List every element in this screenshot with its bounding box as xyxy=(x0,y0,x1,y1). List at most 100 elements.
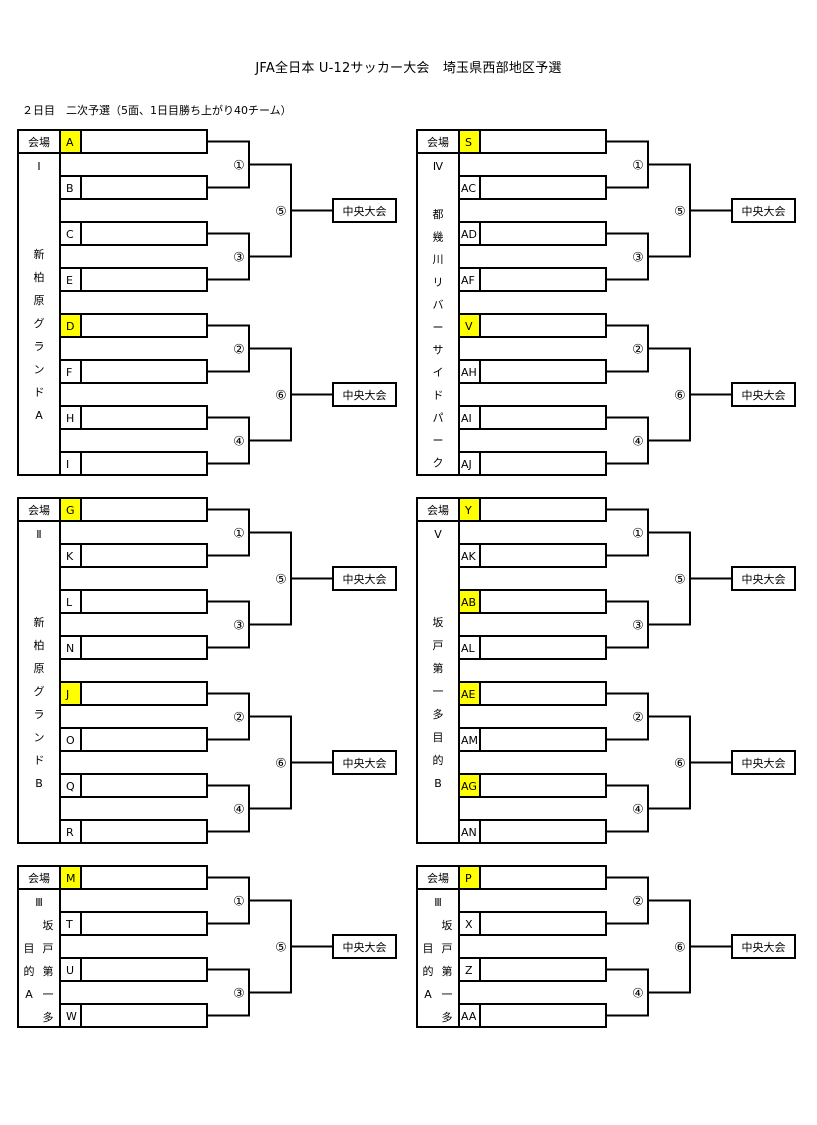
venue-number: Ⅲ xyxy=(434,896,442,909)
venue-name-char: A xyxy=(35,409,43,422)
final-label: 中央大会 xyxy=(343,572,387,586)
team-name-cell xyxy=(479,727,607,752)
team-code: I xyxy=(66,458,69,471)
team-code: AH xyxy=(461,366,477,379)
venue-name-char: リ xyxy=(433,276,444,289)
match-number: ③ xyxy=(233,619,245,634)
team-code: O xyxy=(66,734,75,747)
match-number: ④ xyxy=(632,987,644,1002)
team-code: AI xyxy=(461,412,472,425)
venue-name-char: ク xyxy=(433,457,444,470)
venue-name-char: 目 xyxy=(433,731,444,744)
venue-name-char: イ xyxy=(433,366,444,379)
team-name-cell xyxy=(80,359,208,384)
team-name-cell xyxy=(80,635,208,660)
venue-name-char: 原 xyxy=(34,294,45,307)
team-code: AG xyxy=(461,780,477,793)
team-name-cell xyxy=(80,267,208,292)
match-number: ① xyxy=(233,159,245,174)
match-number: ④ xyxy=(632,435,644,450)
team-code: X xyxy=(465,918,473,931)
team-name-cell xyxy=(80,175,208,200)
venue-number: Ⅳ xyxy=(433,160,444,173)
match-number: ① xyxy=(632,159,644,174)
final-box xyxy=(332,566,397,591)
venue-name-char: 多 xyxy=(442,1010,453,1024)
match-number: ⑥ xyxy=(674,941,686,956)
team-code: C xyxy=(66,228,74,241)
final-label: 中央大会 xyxy=(742,388,786,402)
match-number: ② xyxy=(233,711,245,726)
venue-name-char: 戸 xyxy=(442,942,453,955)
team-name-cell xyxy=(80,451,208,476)
venue-name-char: 一 xyxy=(433,685,444,698)
venue-name-char: 第 xyxy=(43,964,54,978)
team-name-cell xyxy=(80,865,208,890)
venue-name-char: 第 xyxy=(433,661,444,675)
team-name-cell xyxy=(80,681,208,706)
team-code-cell xyxy=(59,451,82,476)
team-name-cell xyxy=(479,497,607,522)
venue-name-char: 柏 xyxy=(34,270,45,284)
team-code: AD xyxy=(461,228,477,241)
match-number: ⑥ xyxy=(674,757,686,772)
venue-column xyxy=(17,129,61,476)
venue-name-char: ド xyxy=(433,389,444,402)
venue-column xyxy=(416,865,460,1028)
venue-name-char: B xyxy=(35,777,43,790)
team-name-cell xyxy=(479,911,607,936)
team-code: L xyxy=(66,596,73,609)
final-label: 中央大会 xyxy=(343,388,387,402)
final-label: 中央大会 xyxy=(343,940,387,954)
venue-column xyxy=(416,129,460,476)
match-number: ⑤ xyxy=(275,205,287,220)
team-code: Y xyxy=(464,504,472,517)
team-code: A xyxy=(66,136,74,149)
team-code: AC xyxy=(461,182,476,195)
final-label: 中央大会 xyxy=(742,572,786,586)
team-code: Z xyxy=(465,964,473,977)
team-name-cell xyxy=(80,543,208,568)
team-code: AK xyxy=(461,550,477,563)
match-number: ⑥ xyxy=(674,389,686,404)
final-box xyxy=(332,934,397,959)
team-code: R xyxy=(66,826,74,839)
venue-name-char: 坂 xyxy=(433,616,444,629)
venue-name-char: ラ xyxy=(34,708,45,721)
venue-number: Ⅰ xyxy=(37,160,40,173)
final-box xyxy=(731,750,796,775)
team-name-cell xyxy=(80,957,208,982)
venue-name-char: 多 xyxy=(43,1010,54,1024)
venue-name-char: 戸 xyxy=(43,942,54,955)
team-name-cell xyxy=(80,1003,208,1028)
team-name-cell xyxy=(479,313,607,338)
venue-name-char: グ xyxy=(34,684,45,698)
venue-label: 会場 xyxy=(427,136,449,149)
final-box xyxy=(332,198,397,223)
venue-name-char: 柏 xyxy=(34,638,45,652)
team-code: AE xyxy=(461,688,476,701)
team-code: K xyxy=(66,550,74,563)
venue-name-char: 一 xyxy=(442,988,453,1001)
final-box xyxy=(731,198,796,223)
venue-name-char: 新 xyxy=(34,615,45,629)
match-number: ② xyxy=(632,895,644,910)
team-name-cell xyxy=(479,543,607,568)
team-code: E xyxy=(66,274,73,287)
page-title: JFA全日本 U-12サッカー大会 埼玉県西部地区予選 xyxy=(255,61,562,76)
team-code: N xyxy=(66,642,74,655)
match-number: ① xyxy=(233,895,245,910)
team-name-cell xyxy=(479,405,607,430)
venue-name-char: ラ xyxy=(34,340,45,353)
venue-name-char: 坂 xyxy=(442,919,453,932)
venue-name-char: B xyxy=(434,777,442,790)
team-code: D xyxy=(66,320,74,333)
venue-column xyxy=(416,497,460,844)
venue-name-char: 的 xyxy=(24,964,35,978)
